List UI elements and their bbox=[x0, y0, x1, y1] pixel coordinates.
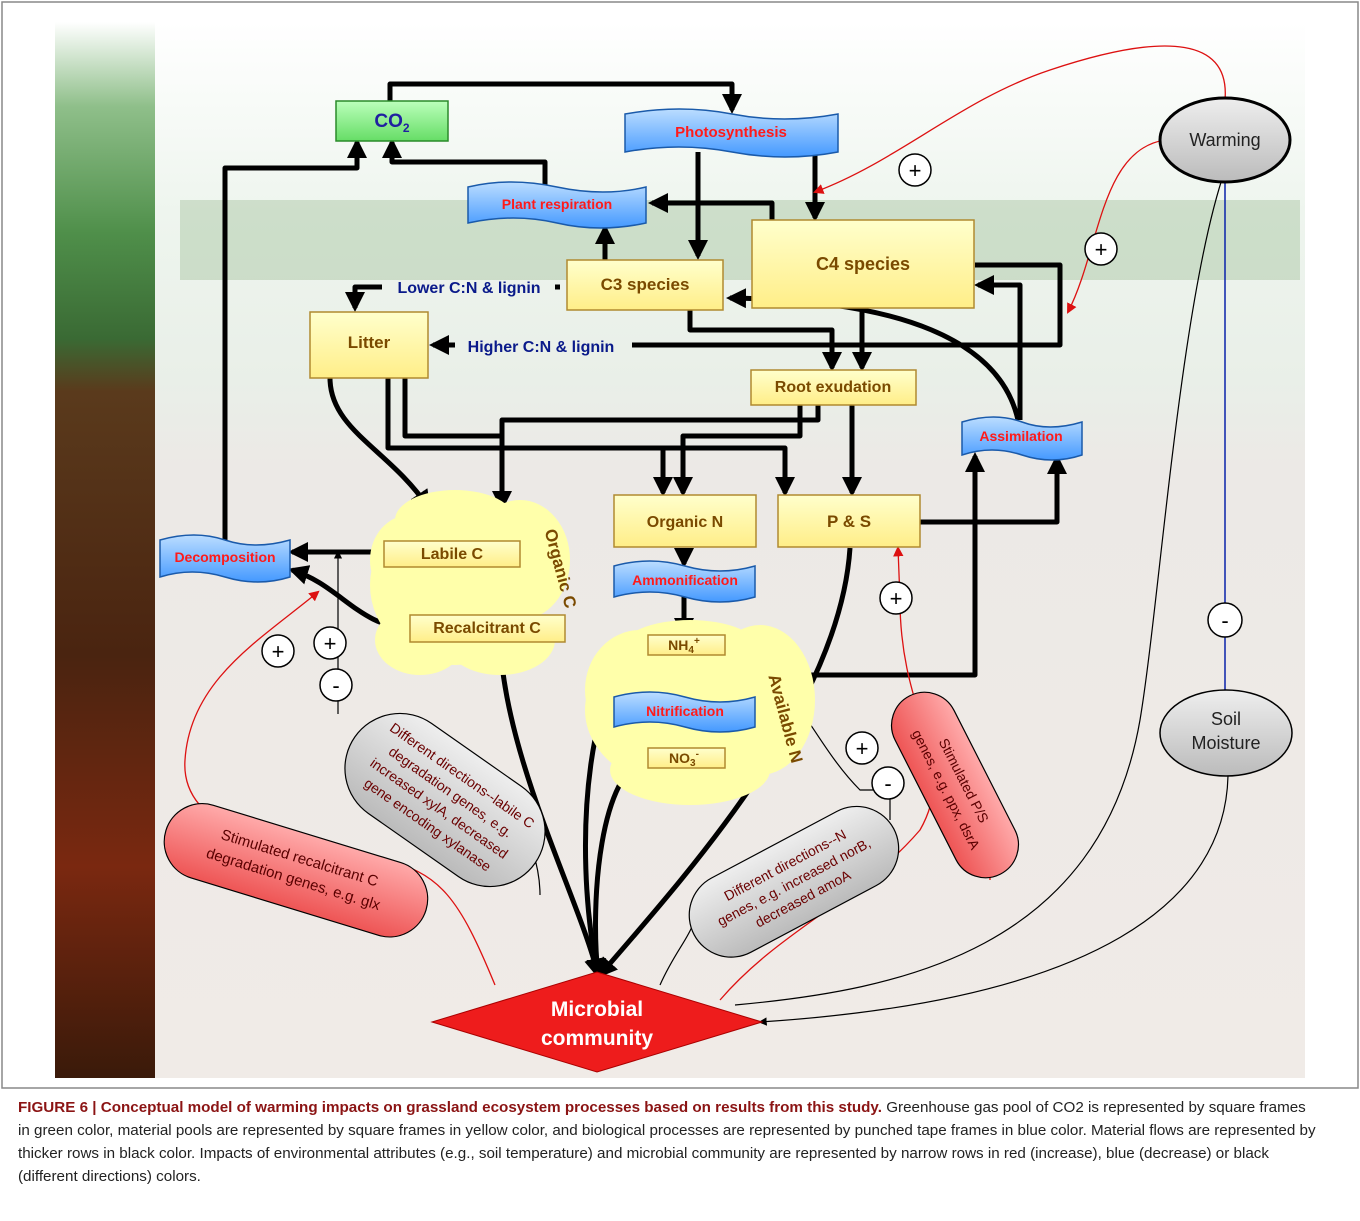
c4-species-node: C4 species bbox=[751, 219, 975, 309]
nitrification-node: Nitrification bbox=[613, 691, 756, 733]
svg-text:Organic N: Organic N bbox=[647, 514, 723, 531]
minus-sign-n: - bbox=[871, 766, 905, 800]
svg-text:Plant respiration: Plant respiration bbox=[502, 196, 612, 212]
higher-cn-label: Higher C:N & lignin bbox=[468, 339, 615, 356]
root-exudation-node: Root exudation bbox=[750, 369, 917, 406]
plus-sign-warming-c4: + bbox=[1084, 232, 1118, 266]
p-and-s-node: P & S bbox=[777, 494, 921, 548]
svg-text:Soil: Soil bbox=[1211, 709, 1241, 729]
organic-n-node: Organic N bbox=[613, 494, 757, 548]
svg-text:Photosynthesis: Photosynthesis bbox=[675, 124, 787, 141]
caption-text: Greenhouse gas pool of CO2 is represente… bbox=[18, 1099, 1316, 1185]
soil-moisture-node: Soil Moisture bbox=[1159, 689, 1293, 777]
microbial-community-node: Microbial community bbox=[430, 971, 764, 1073]
figure-caption: FIGURE 6 | Conceptual model of warming i… bbox=[18, 1096, 1318, 1188]
lower-cn-label: Lower C:N & lignin bbox=[397, 280, 540, 297]
recalcitrant-c-node: Recalcitrant C bbox=[409, 614, 566, 643]
svg-text:Decomposition: Decomposition bbox=[174, 549, 275, 565]
svg-text:-: - bbox=[1221, 608, 1228, 633]
conceptual-model-diagram: CO2 Photosynthesis Plant respiration C3 … bbox=[1, 1, 1359, 1089]
warming-node: Warming bbox=[1158, 96, 1292, 184]
svg-text:Microbial: Microbial bbox=[551, 998, 643, 1021]
co2-node: CO2 bbox=[335, 100, 449, 142]
nh4-node: NH4+ bbox=[647, 634, 726, 656]
svg-text:Recalcitrant C: Recalcitrant C bbox=[433, 620, 541, 637]
svg-text:-: - bbox=[332, 673, 339, 698]
plus-sign-n: + bbox=[845, 731, 879, 765]
svg-text:Moisture: Moisture bbox=[1191, 733, 1260, 753]
plus-sign-ps: + bbox=[879, 581, 913, 615]
svg-text:P & S: P & S bbox=[827, 512, 871, 531]
svg-text:Litter: Litter bbox=[348, 333, 391, 352]
svg-text:Root exudation: Root exudation bbox=[775, 379, 891, 396]
svg-text:community: community bbox=[541, 1027, 653, 1050]
svg-text:C3 species: C3 species bbox=[601, 275, 690, 294]
plus-sign-labile: + bbox=[313, 626, 347, 660]
svg-text:Ammonification: Ammonification bbox=[632, 572, 738, 588]
plant-respiration-node: Plant respiration bbox=[467, 181, 647, 229]
svg-text:NO3-: NO3- bbox=[669, 749, 699, 769]
no3-node: NO3- bbox=[647, 747, 726, 769]
svg-text:NH4+: NH4+ bbox=[668, 636, 700, 656]
svg-text:+: + bbox=[272, 639, 285, 664]
labile-c-node: Labile C bbox=[383, 540, 521, 568]
decomposition-node: Decomposition bbox=[159, 534, 291, 583]
litter-node: Litter bbox=[309, 311, 429, 379]
ammonification-node: Ammonification bbox=[613, 560, 756, 603]
svg-text:Labile C: Labile C bbox=[421, 546, 484, 563]
plus-sign-warming-photosynthesis: + bbox=[898, 153, 932, 187]
svg-text:Assimilation: Assimilation bbox=[979, 428, 1062, 444]
svg-text:C4 species: C4 species bbox=[816, 254, 910, 274]
minus-sign-labile: - bbox=[319, 668, 353, 702]
svg-text:-: - bbox=[884, 771, 891, 796]
svg-text:+: + bbox=[1095, 237, 1108, 262]
svg-text:+: + bbox=[856, 736, 869, 761]
caption-bold: FIGURE 6 | Conceptual model of warming i… bbox=[18, 1099, 882, 1116]
c3-species-node: C3 species bbox=[566, 259, 724, 311]
svg-text:Warming: Warming bbox=[1189, 130, 1260, 150]
photosynthesis-node: Photosynthesis bbox=[624, 108, 839, 158]
svg-text:+: + bbox=[890, 586, 903, 611]
svg-text:CO2: CO2 bbox=[374, 111, 410, 135]
plus-sign-recalcitrant: + bbox=[261, 634, 295, 668]
sign-markers: + + - + + + - + - bbox=[261, 153, 1243, 800]
svg-text:+: + bbox=[324, 631, 337, 656]
soil-profile-strip bbox=[55, 22, 155, 1078]
organic-c-cloud bbox=[370, 490, 570, 675]
grass-silhouette bbox=[180, 200, 1300, 280]
svg-text:Nitrification: Nitrification bbox=[646, 703, 724, 719]
assimilation-node: Assimilation bbox=[961, 416, 1083, 461]
minus-sign-soil-moisture: - bbox=[1207, 602, 1243, 638]
svg-text:+: + bbox=[909, 158, 922, 183]
